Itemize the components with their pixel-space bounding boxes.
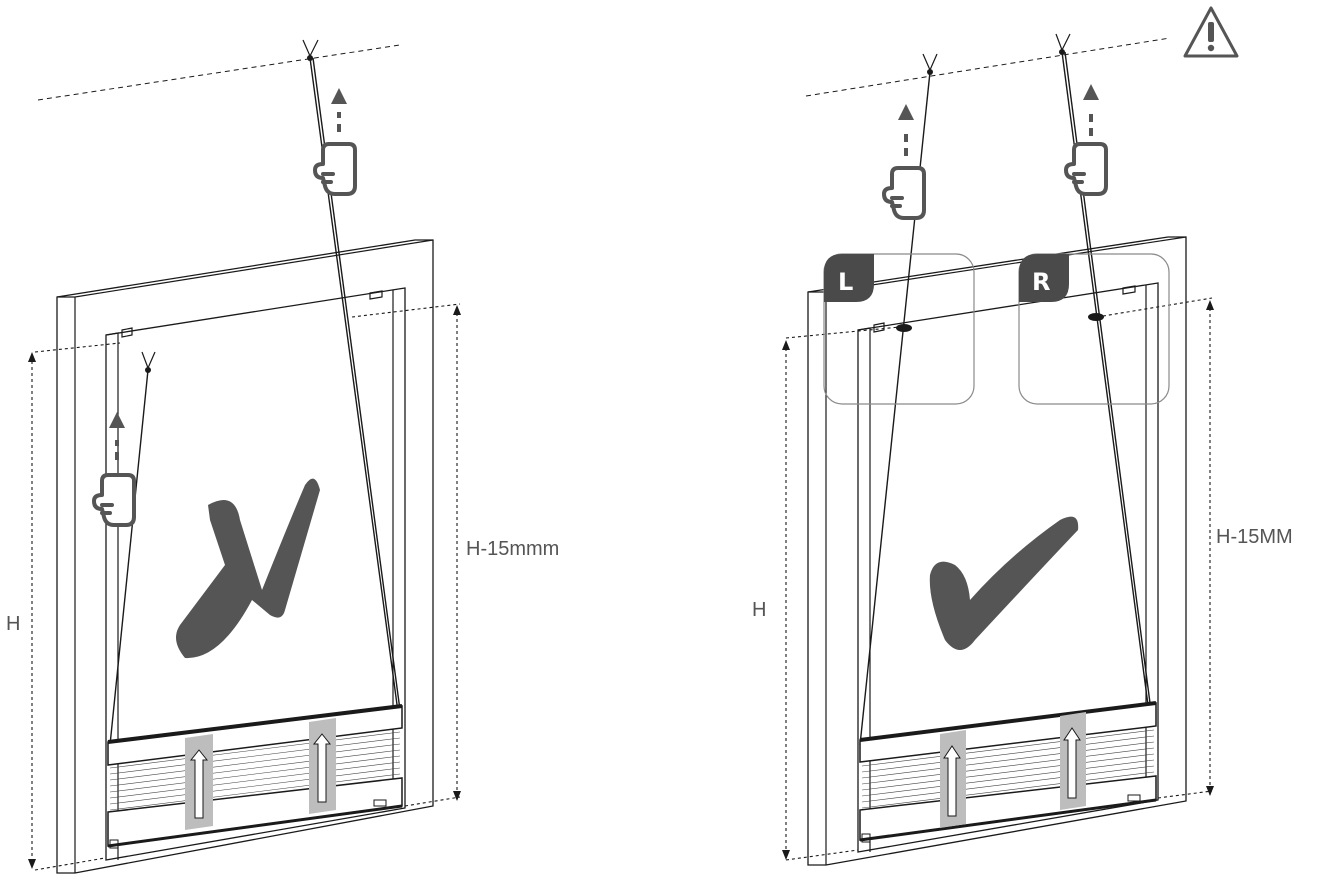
- right-panel: H H-15MM L R: [752, 6, 1293, 866]
- zoom-box-right: [1018, 253, 1170, 405]
- badge-r: [1019, 254, 1069, 302]
- pull-hand-icon: [313, 142, 357, 196]
- pull-hand-icon: [882, 166, 926, 220]
- left-panel: H H-15mmm: [6, 39, 559, 874]
- badge-l: [824, 254, 874, 302]
- check-mark-icon: [929, 516, 1079, 650]
- badge-r-label: R: [1032, 268, 1050, 296]
- height-label-left: H: [6, 613, 20, 635]
- ceiling-line-right: [805, 37, 1171, 97]
- cross-mark-icon: [176, 478, 320, 659]
- pleated-blind-right: [859, 701, 1157, 843]
- cord-left-left: [109, 369, 149, 746]
- pull-hand-icon: [1064, 142, 1108, 196]
- badge-l-label: L: [838, 268, 853, 296]
- offset-label-left: H-15mmm: [466, 538, 559, 560]
- warning-triangle-icon: [1183, 6, 1239, 58]
- height-label-right: H: [752, 599, 766, 621]
- zoom-box-left: [823, 253, 975, 405]
- pleated-blind-left: [107, 704, 403, 849]
- offset-label-right: H-15MM: [1216, 526, 1293, 548]
- ceiling-line-left: [37, 44, 401, 101]
